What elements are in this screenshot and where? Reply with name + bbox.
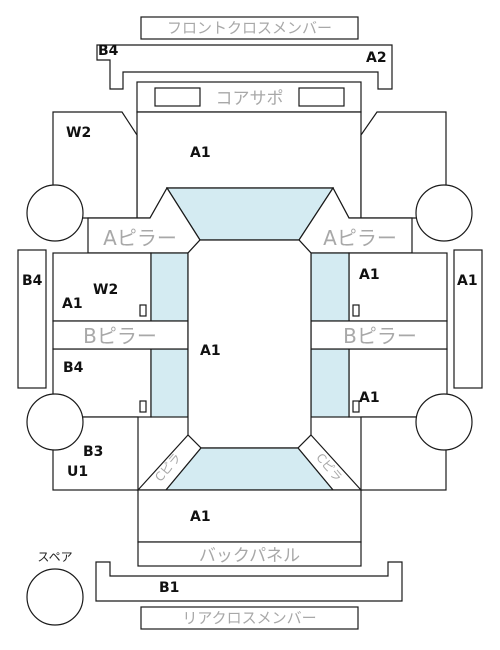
rear-bumper-reinforcement[interactable] — [95, 561, 403, 602]
rear-cross-member[interactable] — [140, 606, 359, 630]
rear-cross-code: B1 — [159, 580, 179, 596]
left-side-sill-code: B4 — [22, 273, 43, 289]
front-right-wheel[interactable] — [415, 184, 473, 242]
spare-tire[interactable] — [26, 568, 84, 626]
front-cross-member[interactable] — [140, 16, 359, 40]
a-pillar-right-label: Aピラー — [323, 226, 397, 250]
front-left-door-code-w: W2 — [93, 282, 118, 298]
front-right-door-handle[interactable] — [352, 304, 360, 317]
front-cross-left-code: B4 — [98, 43, 119, 59]
front-left-door-handle[interactable] — [139, 304, 147, 317]
b-pillar-left-label: Bピラー — [83, 324, 157, 348]
rear-right-window[interactable] — [310, 348, 350, 418]
b-pillar-left[interactable] — [52, 320, 189, 350]
right-side-sill[interactable] — [453, 249, 483, 389]
rear-left-door-handle[interactable] — [139, 400, 147, 413]
rear-cross-member-label: リアクロスメンバー — [182, 609, 316, 627]
trunk-lid[interactable] — [137, 489, 362, 543]
headlight-right[interactable] — [298, 87, 345, 107]
rear-left-door-code: B4 — [63, 360, 84, 376]
b-pillar-right-label: Bピラー — [343, 324, 417, 348]
spare-tire-label: スペア — [37, 550, 72, 564]
front-left-door-code-a: A1 — [62, 296, 83, 312]
right-side-sill-code: A1 — [457, 273, 478, 289]
back-panel[interactable] — [137, 541, 362, 567]
rear-right-door-code: A1 — [359, 390, 380, 406]
hood-code: A1 — [190, 145, 211, 161]
headlight-left[interactable] — [154, 87, 201, 107]
front-right-window[interactable] — [310, 252, 350, 322]
back-panel-label: バックパネル — [199, 546, 300, 566]
rear-left-wheel[interactable] — [26, 393, 84, 451]
b-pillar-right[interactable] — [310, 320, 448, 350]
front-left-wheel[interactable] — [26, 184, 84, 242]
rear-left-window[interactable] — [150, 348, 189, 418]
rear-left-fender-code-u: U1 — [67, 464, 88, 480]
front-left-door[interactable] — [52, 252, 152, 322]
front-cross-member-label: フロントクロスメンバー — [167, 19, 332, 37]
rear-right-door-handle[interactable] — [352, 400, 360, 413]
front-cross-right-code: A2 — [366, 50, 387, 66]
front-right-door-code: A1 — [359, 267, 380, 283]
front-right-door[interactable] — [348, 252, 448, 322]
rear-left-fender-code-b: B3 — [83, 444, 103, 460]
front-left-fender-code: W2 — [66, 125, 91, 141]
left-side-sill[interactable] — [17, 249, 47, 389]
a-pillar-left-label: Aピラー — [103, 226, 177, 250]
core-support-label: コアサポ — [216, 89, 284, 109]
front-bumper-reinforcement[interactable] — [96, 44, 393, 90]
rear-right-wheel[interactable] — [415, 393, 473, 451]
front-left-window[interactable] — [150, 252, 189, 322]
trunk-code: A1 — [190, 509, 211, 525]
roof-code: A1 — [200, 343, 221, 359]
